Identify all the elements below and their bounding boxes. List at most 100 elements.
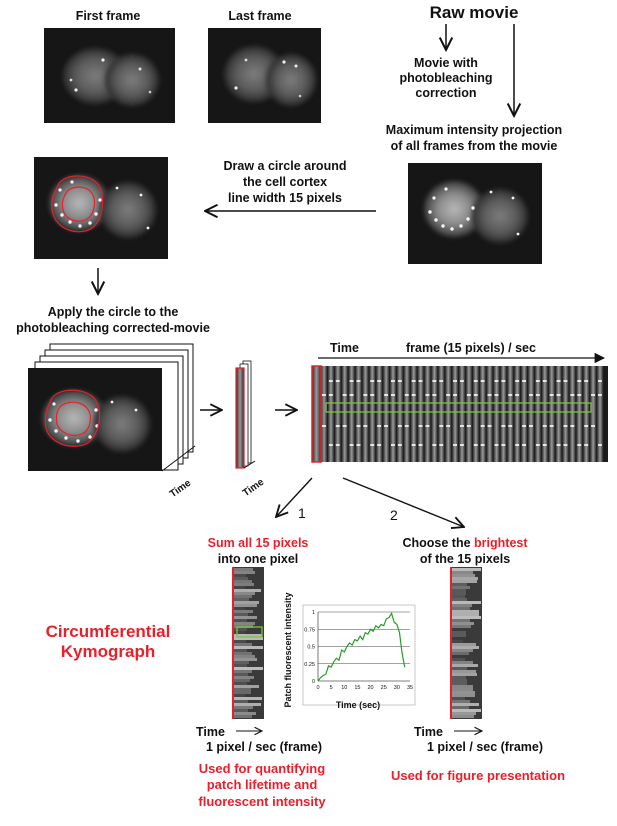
kymograph-band xyxy=(234,580,252,583)
montage-frame-strip xyxy=(438,366,445,462)
svg-text:Draw a circle around: Draw a circle around xyxy=(224,159,347,173)
montage-patch xyxy=(322,425,326,427)
montage-patch xyxy=(529,394,533,396)
kymograph-band xyxy=(234,577,248,580)
kymograph-band xyxy=(234,631,245,634)
montage-patch xyxy=(515,444,520,446)
montage-patch xyxy=(556,380,561,382)
montage-time-label: Time xyxy=(330,341,359,355)
montage-patch xyxy=(494,444,499,446)
montage-patch xyxy=(508,394,513,396)
montage-first-strip xyxy=(312,366,321,462)
strip-stack xyxy=(235,360,256,469)
kymograph-band xyxy=(234,673,248,676)
montage-frame-strip xyxy=(348,366,355,462)
kymograph-band xyxy=(234,658,257,661)
movie-frame-stack xyxy=(28,343,196,472)
kymograph-band xyxy=(452,631,466,634)
montage-patch xyxy=(501,444,506,446)
montage-patch xyxy=(522,380,526,382)
kymograph-band xyxy=(452,694,475,697)
montage-frame-strip xyxy=(445,366,452,462)
montage-frame-strip xyxy=(390,366,397,462)
pixel-rate-right: 1 pixel / sec (frame) xyxy=(427,740,543,754)
kymograph-band xyxy=(234,586,245,589)
chart-ytick-label-zero: 0 xyxy=(312,679,315,685)
kymograph-band xyxy=(234,628,247,631)
montage-patch xyxy=(439,380,444,382)
montage-patch xyxy=(577,444,582,446)
kymograph-title-line1: Circumferential xyxy=(46,622,171,641)
svg-text:of all frames from the movie: of all frames from the movie xyxy=(391,139,558,153)
kymograph-band xyxy=(452,712,476,715)
kymograph-band xyxy=(452,706,469,709)
kymograph-band xyxy=(234,694,245,697)
montage-patch xyxy=(411,444,416,446)
montage-patch xyxy=(446,425,451,427)
montage-patch xyxy=(494,394,499,396)
chart-xlabel: Time (sec) xyxy=(336,700,380,710)
kymograph-band xyxy=(452,658,465,661)
chart-xtick-label: 5 xyxy=(330,685,333,691)
montage-patch xyxy=(487,394,492,396)
raw-movie-label: Raw movie xyxy=(430,3,519,22)
montage-patch xyxy=(460,425,464,427)
montage-patch xyxy=(453,444,457,446)
montage-patch xyxy=(397,444,402,446)
chart-xtick-label: 15 xyxy=(354,685,360,691)
montage-frame-strip xyxy=(555,366,562,462)
montage-patch xyxy=(411,394,416,396)
montage-frame-strip xyxy=(341,366,348,462)
kymograph-band xyxy=(452,652,469,655)
montage-patch xyxy=(377,444,382,446)
kymograph-band xyxy=(234,700,248,703)
montage-patch xyxy=(549,394,554,396)
montage-frame-strip xyxy=(465,366,472,462)
montage-patch xyxy=(328,380,333,382)
kymograph-band xyxy=(234,601,259,604)
montage-patch xyxy=(466,394,471,396)
max-projection-label: Maximum intensity projection of all fram… xyxy=(386,123,562,153)
chart-xtick-label: 35 xyxy=(407,685,413,691)
kymograph-band xyxy=(452,616,481,619)
kymograph-band xyxy=(452,583,467,586)
montage-frame-strip xyxy=(514,366,521,462)
kymograph-band xyxy=(234,706,253,709)
montage-patch xyxy=(391,380,395,382)
first-frame-image xyxy=(44,28,175,123)
montage-patch xyxy=(418,444,423,446)
montage-frame-strip xyxy=(569,366,576,462)
kymograph-band xyxy=(234,676,254,679)
kymograph-montage xyxy=(311,365,608,463)
montage-patch xyxy=(335,425,340,427)
kymograph-band xyxy=(452,592,466,595)
montage-frame-strip xyxy=(500,366,507,462)
branch-arrow-1 xyxy=(276,477,313,517)
kymograph-band xyxy=(234,652,252,655)
kymograph-band xyxy=(234,637,263,640)
montage-frame-strip xyxy=(534,366,541,462)
montage-patch xyxy=(356,425,361,427)
montage-patch xyxy=(377,380,382,382)
montage-frame-strip xyxy=(452,366,459,462)
montage-patch xyxy=(591,425,595,427)
montage-patch xyxy=(480,380,485,382)
kymograph-band xyxy=(452,601,481,604)
kymograph-band xyxy=(452,676,466,679)
montage-patch xyxy=(446,394,451,396)
montage-patch xyxy=(515,394,520,396)
kymograph-band xyxy=(234,616,257,619)
kymograph-sum xyxy=(232,567,264,719)
montage-patch xyxy=(563,444,568,446)
kymograph-title-line2: Kymograph xyxy=(61,642,155,661)
kymograph-band xyxy=(234,691,251,694)
kymograph-band xyxy=(234,595,252,598)
last-frame-image xyxy=(208,28,321,123)
kymograph-band xyxy=(234,661,249,664)
chart-ytick-label: 0.75 xyxy=(304,627,315,633)
montage-patch xyxy=(370,444,375,446)
used-for-quantifying-label: Used for quantifying patch lifetime and … xyxy=(198,761,326,809)
montage-frame-strip xyxy=(403,366,410,462)
montage-patch xyxy=(542,444,547,446)
kymograph-band xyxy=(234,592,255,595)
